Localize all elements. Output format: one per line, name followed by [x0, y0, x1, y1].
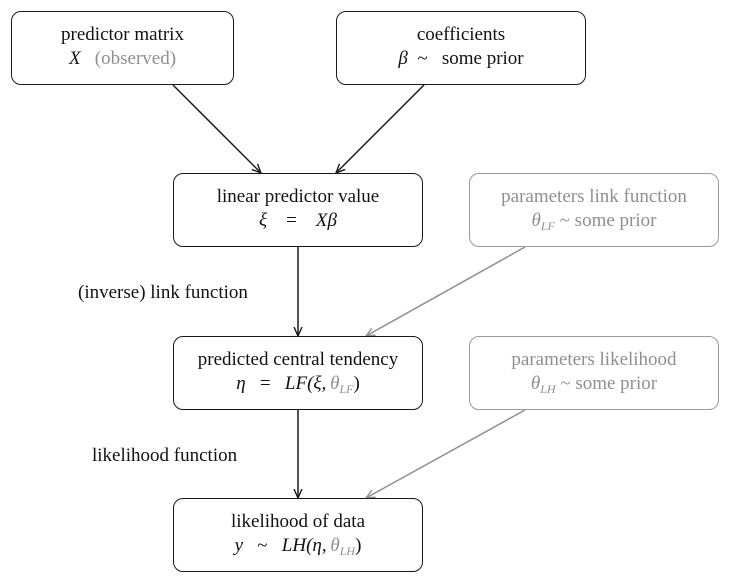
- symbol-theta: θ: [530, 373, 541, 394]
- symbol-theta: θ: [531, 210, 541, 231]
- edge-predictor-to-linear: [172, 84, 261, 173]
- relation: =: [286, 210, 297, 231]
- symbol-xi: ξ: [259, 210, 268, 231]
- node-title: parameters likelihood: [511, 349, 677, 370]
- node-likelihood-parameters: parameters likelihood θLH ~ some prior: [469, 336, 719, 410]
- symbol-theta: θ: [330, 373, 340, 394]
- subscript: LF: [540, 219, 555, 233]
- relation: ~: [257, 535, 268, 556]
- symbol-eta: η: [236, 373, 246, 394]
- prior-text: some prior: [441, 48, 524, 69]
- prior-text: some prior: [574, 210, 657, 231]
- symbol-theta: θ: [330, 535, 340, 556]
- symbol-X: X: [68, 48, 81, 69]
- node-likelihood: likelihood of data y ~ LH(η, θLH): [173, 498, 423, 572]
- node-title: linear predictor value: [216, 186, 380, 207]
- function-LH: LH: [281, 535, 307, 556]
- node-linear-predictor: linear predictor value ξ = Xβ: [173, 173, 423, 247]
- args-close: ): [353, 373, 360, 394]
- node-title: coefficients: [416, 24, 506, 45]
- node-central-tendency: predicted central tendency η = LF(ξ, θLF…: [173, 336, 423, 410]
- relation: ~: [559, 210, 570, 231]
- relation: =: [259, 373, 271, 394]
- node-title: parameters link function: [501, 186, 687, 207]
- relation: ~: [417, 48, 428, 69]
- edge-label-likelihood-function: likelihood function: [92, 445, 238, 466]
- edge-likparams-to-likelihood: [366, 409, 526, 498]
- node-title: likelihood of data: [230, 511, 366, 532]
- symbol-beta: β: [398, 48, 408, 69]
- relation: ~: [560, 373, 571, 394]
- edge-coefficients-to-linear: [336, 84, 425, 173]
- edge-label-link-function: (inverse) link function: [78, 282, 248, 303]
- node-title: predictor matrix: [61, 24, 184, 45]
- subscript: LF: [339, 382, 354, 396]
- node-predictor-matrix: predictor matrix X (observed): [11, 11, 234, 85]
- node-coefficients: coefficients β ~ some prior: [336, 11, 586, 85]
- symbol-y: y: [234, 535, 243, 556]
- args-open: (η,: [306, 535, 327, 556]
- node-link-parameters: parameters link function θLF ~ some prio…: [469, 173, 719, 247]
- prior-text: some prior: [575, 373, 658, 394]
- subscript: LH: [540, 382, 556, 396]
- product-Xbeta: Xβ: [315, 210, 337, 231]
- function-LF: LF: [284, 373, 308, 394]
- args-open: (ξ,: [307, 373, 327, 394]
- args-close: ): [355, 535, 362, 556]
- node-title: predicted central tendency: [197, 349, 399, 370]
- observed-note: (observed): [94, 48, 177, 69]
- edge-linkparams-to-central: [366, 246, 526, 336]
- subscript: LH: [339, 544, 356, 558]
